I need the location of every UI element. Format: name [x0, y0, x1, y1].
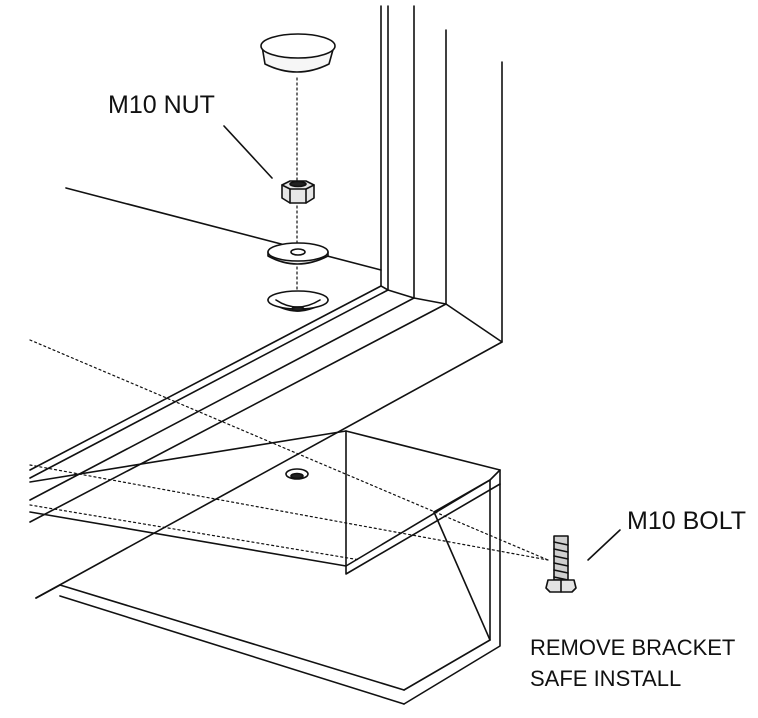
bolt-part	[545, 535, 577, 593]
guide-lines	[29, 77, 549, 561]
nut-label: M10 NUT	[108, 91, 215, 119]
washer-part	[267, 242, 329, 265]
cap-part	[260, 33, 336, 73]
install-note-line-1: REMOVE BRACKET	[530, 635, 736, 660]
glass-edge-line	[65, 187, 382, 271]
nut-leader-line	[223, 125, 273, 179]
bolt-leader-line	[587, 529, 621, 561]
nut-part	[281, 180, 315, 204]
window-frame	[29, 5, 503, 599]
cup-washer-part	[267, 290, 329, 312]
install-note-line-2: SAFE INSTALL	[530, 666, 682, 691]
bolt-label: M10 BOLT	[627, 507, 747, 535]
bracket	[29, 430, 501, 705]
